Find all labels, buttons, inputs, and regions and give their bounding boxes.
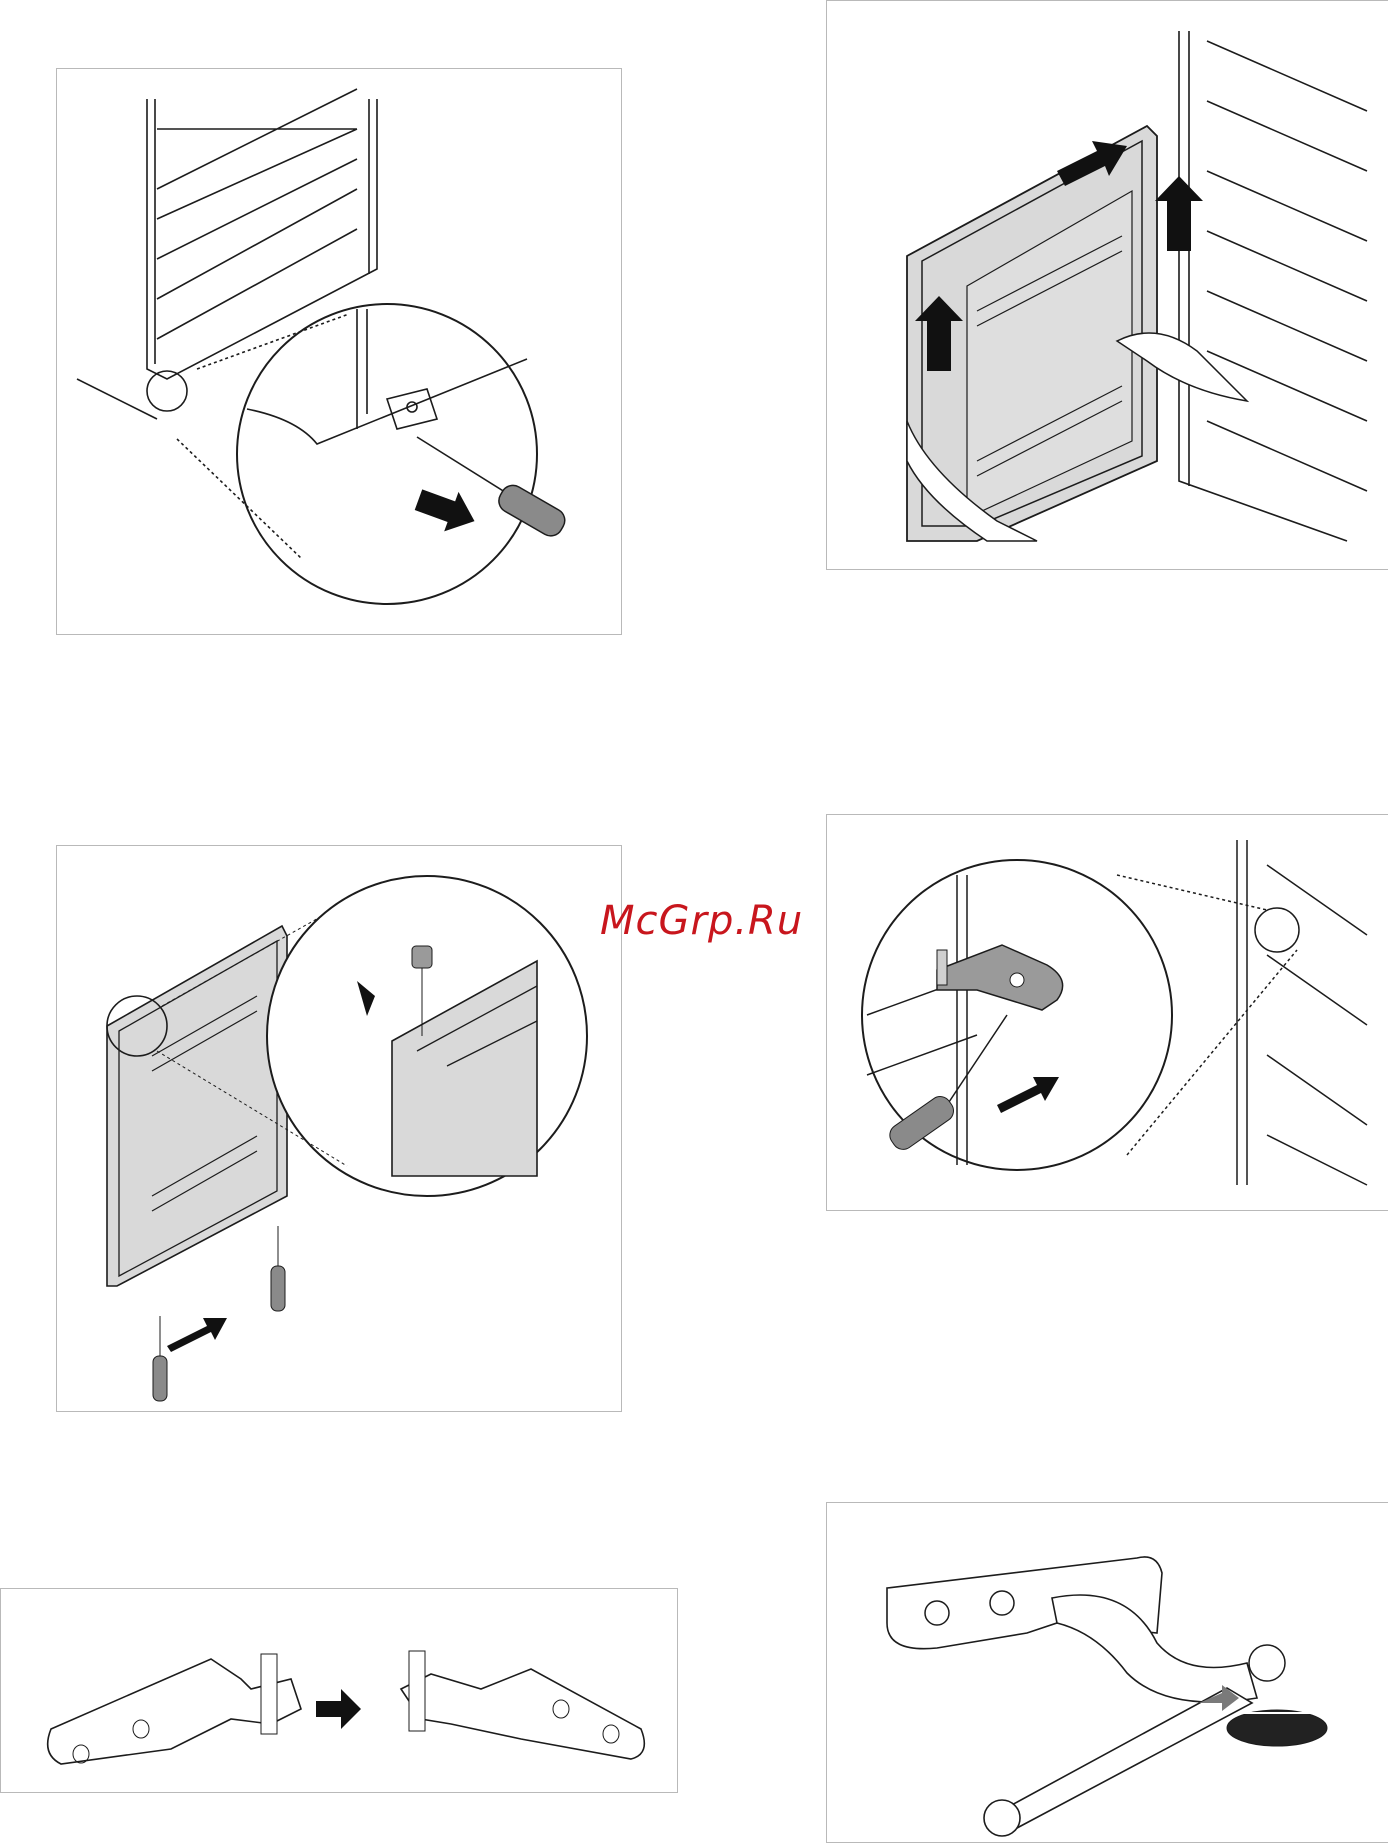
hinge-flip-illustration [1,1589,678,1793]
watermark-text: McGrp.Ru [600,898,803,944]
figure-adjust-foot [826,1502,1388,1843]
wrench-foot-illustration [827,1503,1388,1843]
door-lift-illustration [827,1,1388,570]
lower-hinge-illustration [57,69,622,635]
figure-mount-top-hinge [826,814,1388,1211]
top-hinge-illustration [827,815,1388,1211]
door-pin-illustration [57,846,622,1412]
figure-remove-lower-hinge [56,68,622,635]
figure-hinge-mirror [0,1588,678,1793]
figure-swap-door-pins [56,845,622,1412]
figure-remove-door [826,0,1388,570]
